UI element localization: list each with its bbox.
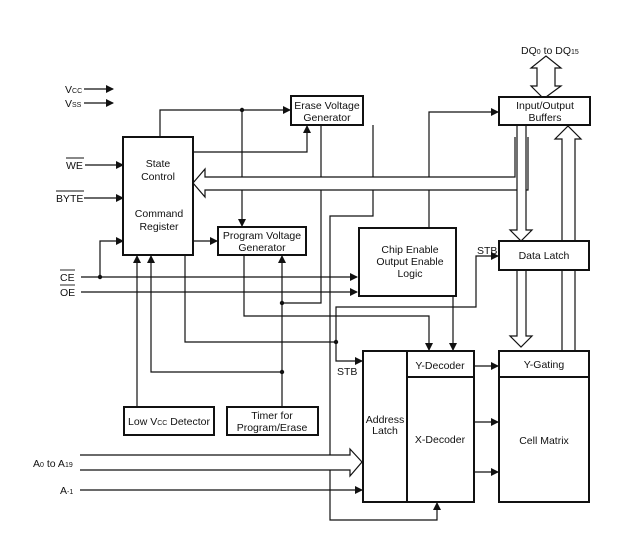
stb-data-latch-line — [335, 252, 499, 342]
chip-enable-label: Logic — [397, 268, 422, 280]
junction-dot — [239, 107, 245, 113]
data-latch-to-io-bus — [553, 125, 583, 241]
junction-dot — [333, 339, 339, 345]
command-register-label: Register — [139, 221, 179, 233]
dq-bus-arrow — [529, 55, 563, 98]
low-vcc-block — [123, 406, 215, 436]
timer-block — [226, 406, 319, 436]
erase-out-line — [329, 125, 441, 521]
address-bus-label: A0 to A19 — [33, 458, 73, 470]
ce-to-sc-line — [99, 237, 124, 277]
erase-voltage-label: Erase Voltage — [294, 100, 360, 112]
chip-enable-label: Chip Enable — [381, 244, 438, 256]
address-latch-label: Address — [366, 414, 405, 426]
state-control-block — [122, 136, 194, 256]
sc-to-erase-line — [159, 106, 291, 137]
byte-label: BYTE — [56, 193, 83, 205]
cell-matrix-label: Cell Matrix — [519, 435, 569, 447]
data-latch-block — [498, 240, 590, 271]
data-latch-to-ygate-bus — [508, 270, 534, 348]
stb-addr-latch-line — [335, 342, 363, 365]
junction-dot — [279, 369, 285, 375]
address-latch-label: Latch — [372, 425, 398, 437]
junction-dot — [97, 274, 103, 280]
dq-bus-label: DQ0 to DQ15 — [521, 45, 579, 57]
data-latch-label: Data Latch — [519, 250, 570, 262]
chip-enable-block — [358, 227, 457, 297]
sc-to-erase2-line — [193, 125, 311, 153]
bus-to-state-control — [192, 137, 529, 199]
state-control-label: State — [146, 158, 171, 170]
stb-data-latch-label: STB — [477, 245, 497, 257]
address-bus-arrow — [80, 447, 363, 478]
cell-matrix-block — [498, 350, 590, 503]
program-voltage-label: Generator — [238, 242, 286, 254]
vss-label: VSS — [65, 98, 82, 110]
erase-voltage-block — [290, 95, 364, 126]
timer-label: Timer for — [251, 410, 293, 422]
y-decoder-label: Y-Decoder — [415, 360, 465, 372]
state-control-label: Control — [141, 171, 175, 183]
timer-label: Program/Erase — [237, 422, 308, 434]
x-decoder-label: X-Decoder — [415, 434, 466, 446]
io-buffers-block — [498, 96, 591, 126]
timer-to-sc-line — [147, 255, 282, 373]
ce-to-io-line — [428, 108, 499, 228]
program-voltage-block — [217, 226, 307, 256]
vcc-label: VCC — [65, 84, 82, 96]
junction-dot — [279, 300, 285, 306]
program-voltage-label: Program Voltage — [223, 230, 301, 242]
ce-label: CE — [60, 272, 75, 284]
a-minus1-label: A-1 — [60, 485, 73, 497]
we-label: WE — [66, 160, 83, 172]
sc-to-ydec-line — [184, 255, 336, 343]
chip-enable-label: Output Enable — [376, 256, 443, 268]
io-buffers-label: Buffers — [528, 112, 561, 124]
oe-label: OE — [60, 287, 75, 299]
y-gating-label: Y-Gating — [524, 359, 565, 371]
stb-address-latch-label: STB — [337, 366, 357, 378]
low-vcc-label: Low VCC Detector — [128, 416, 210, 428]
io-buffers-label: Input/Output — [516, 100, 574, 112]
erase-voltage-label: Generator — [303, 112, 351, 124]
command-register-label: Command — [135, 208, 184, 220]
